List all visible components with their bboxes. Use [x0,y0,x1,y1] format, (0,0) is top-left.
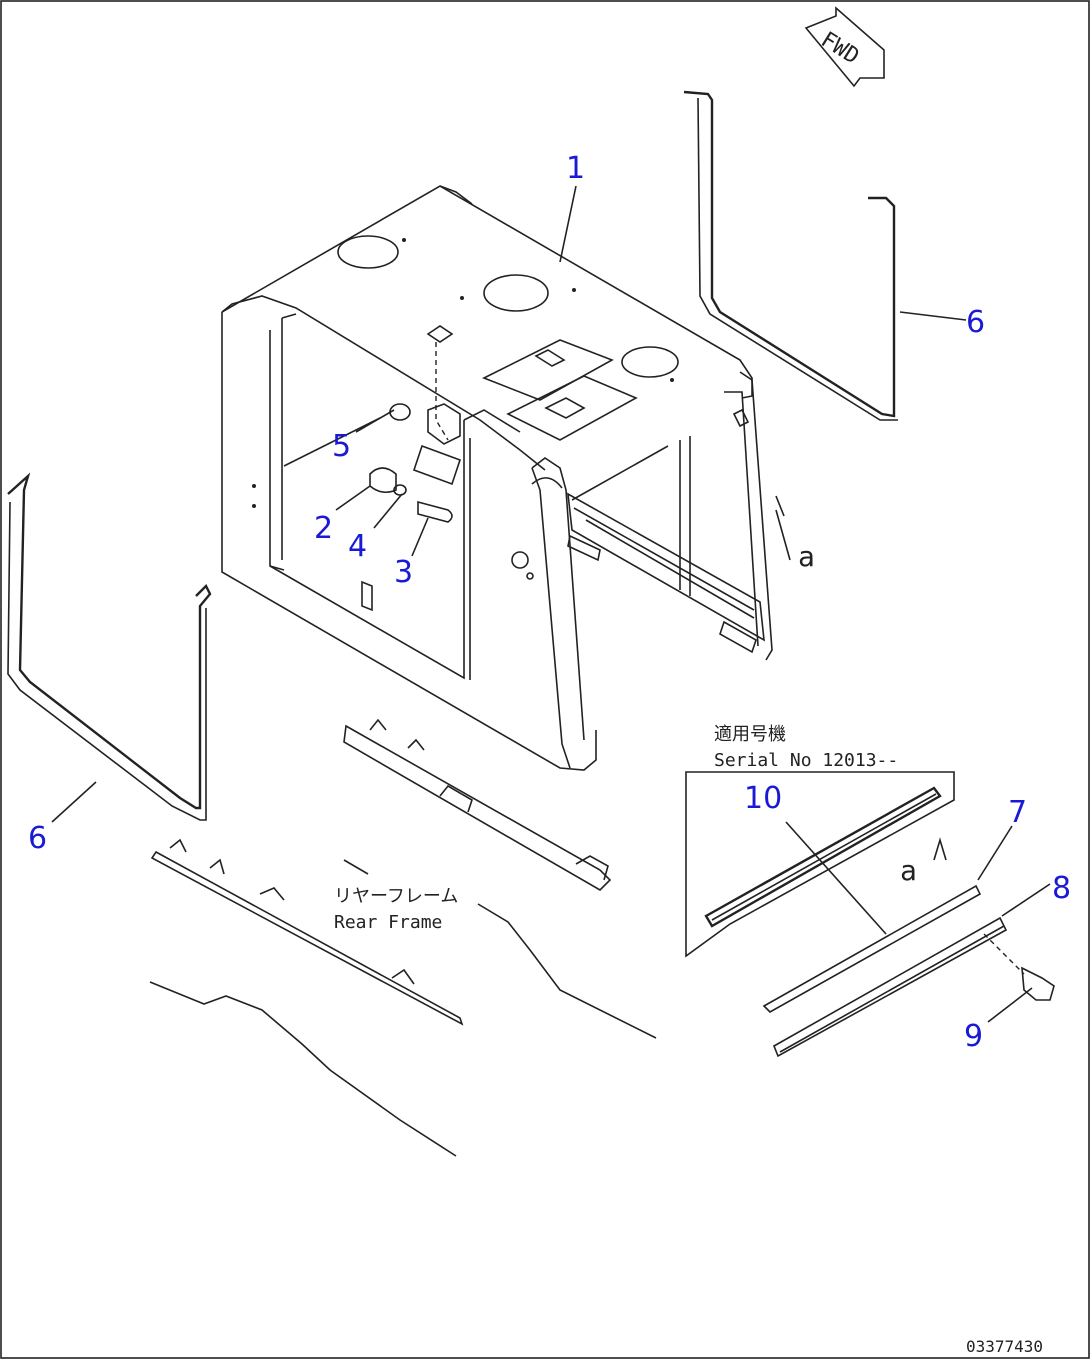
serial-text: Serial No 12013-- [714,750,898,771]
latch-hardware [369,325,462,523]
callout-9: 9 [964,1019,983,1054]
callout-2: 2 [314,511,333,546]
callout-5: 5 [332,429,351,464]
weather-strip-right [683,90,898,421]
view-ref-a-upper: a [798,540,815,573]
view-ref-a-lower: a [900,854,917,887]
applicable-title: 適用号機 [714,724,786,745]
callout-6-right: 6 [966,305,985,340]
rear-frame-jp-label: リヤーフレーム [334,886,458,907]
rear-frame-en-label: Rear Frame [334,912,442,933]
callout-4: 4 [348,529,367,564]
callout-10: 10 [744,781,782,816]
fwd-arrow-icon: FWD [804,6,885,88]
callout-1: 1 [566,151,585,186]
callout-3: 3 [394,555,413,590]
weather-strip-left [7,472,212,821]
serial-applicability-box [685,771,955,958]
leader-lines [51,185,1051,1023]
callout-7: 7 [1008,795,1027,830]
lower-seal-parts [762,837,1055,1058]
callout-8: 8 [1052,871,1071,906]
rear-frame-rails [149,718,657,1157]
cab-frame [221,185,773,771]
drawing-number: 03377430 [966,1337,1043,1356]
callout-6-left: 6 [28,821,47,856]
fwd-label: FWD [816,27,863,69]
